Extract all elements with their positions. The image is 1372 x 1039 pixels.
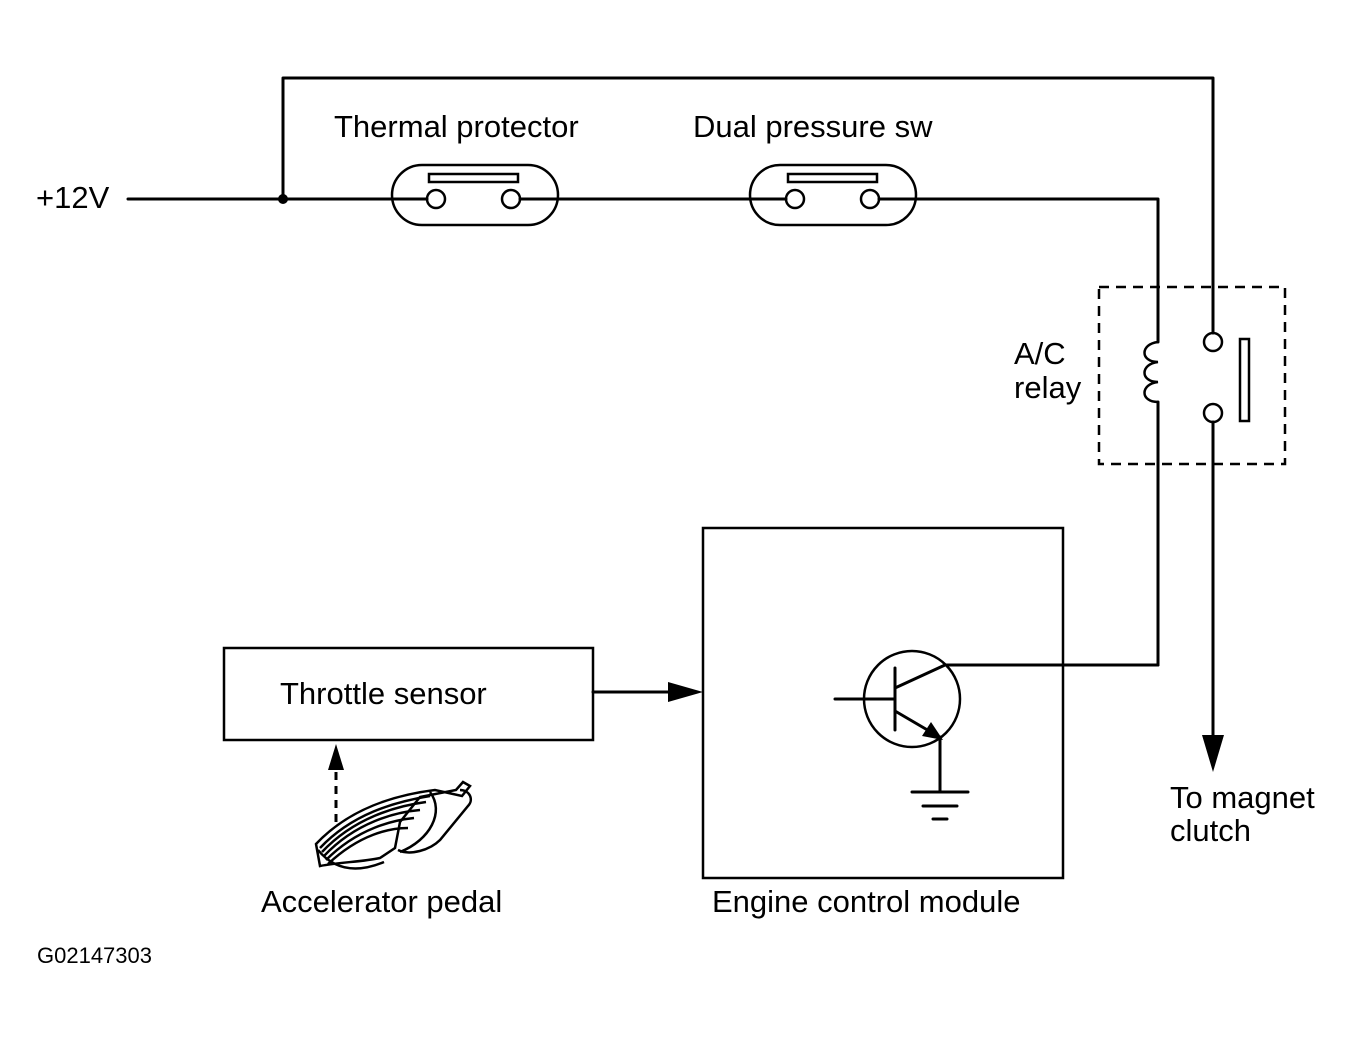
relay-contact-feed-wire — [281, 76, 1215, 335]
throttle-to-ecm-arrow — [668, 682, 703, 702]
magnet-clutch-label-line1: To magnet — [1170, 780, 1315, 815]
dual-pressure-sw-label: Dual pressure sw — [693, 109, 933, 144]
ac-relay — [1097, 285, 1287, 667]
magnet-clutch-label-line2: clutch — [1170, 813, 1251, 848]
supply-label: +12V — [36, 180, 110, 215]
thermal-protector-label: Thermal protector — [334, 109, 579, 144]
dual-pressure-switch — [748, 163, 918, 227]
ac-relay-label-line2: relay — [1014, 370, 1082, 405]
pedal-link-arrow — [328, 744, 344, 770]
figure-code: G02147303 — [37, 943, 152, 968]
accelerator-pedal-label: Accelerator pedal — [261, 884, 502, 919]
magnet-clutch-arrow — [1202, 735, 1224, 772]
transistor-symbol — [833, 649, 1160, 821]
accelerator-pedal-icon — [314, 780, 472, 870]
throttle-sensor-label: Throttle sensor — [280, 676, 487, 711]
throttle-sensor-box — [222, 646, 595, 742]
wire-to-relay-coil — [877, 197, 1160, 344]
engine-control-module-label: Engine control module — [712, 884, 1020, 919]
engine-control-module-box — [701, 526, 1065, 880]
thermal-protector — [390, 163, 560, 227]
ac-relay-label-line1: A/C — [1014, 336, 1066, 371]
